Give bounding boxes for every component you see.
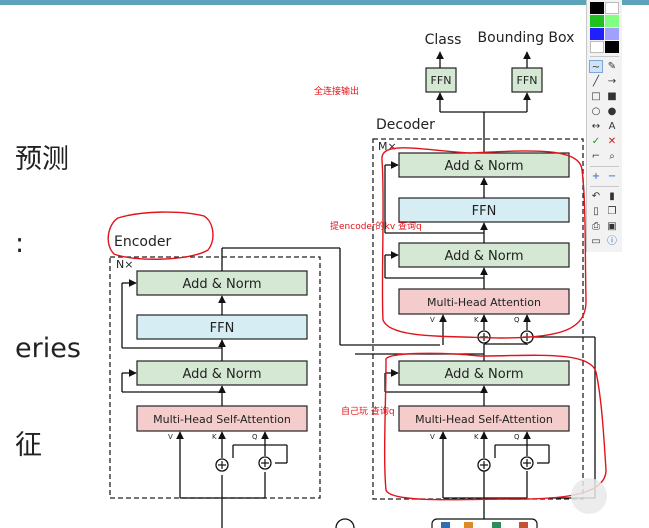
class-ffn-box [425,67,457,93]
palette-separator-2 [590,166,619,167]
cross-icon[interactable]: ✕ [607,136,617,147]
decoder-self-v-label: V [430,433,435,441]
color-swatch-black[interactable] [590,2,604,14]
decoder-add-norm-1 [398,360,570,386]
palette-separator-3 [590,186,619,187]
bbox-output-label: Bounding Box [478,30,575,46]
decoder-cross-attention-label: Multi-Head Attention [427,296,541,309]
encoder-ffn-label: FFN [210,321,235,336]
color-swatch-light-green[interactable] [605,15,619,27]
encoder-title: Encoder [114,234,171,250]
zoom-out-icon[interactable]: − [607,171,617,182]
query-token-3 [492,522,501,528]
encoder-ffn [136,314,308,340]
color-swatch-blue[interactable] [590,28,604,40]
encoder-add-norm-2-label: Add & Norm [182,277,261,292]
zoom-in-icon[interactable]: + [591,171,601,182]
decoder-add-norm-3-label: Add & Norm [444,159,523,174]
encoder-v-label: V [168,433,173,441]
decoder-self-attention [398,405,570,432]
decoder-cross-k-label: K [474,316,479,324]
text-icon[interactable]: A [608,121,616,132]
decoder-self-q-label: Q [514,433,520,441]
encoder-kv-annotation: 提encoder的kv 查询q [330,220,422,232]
class-ffn-label: FFN [431,74,452,87]
annotation-toolbar: ~ ✎ ╱ → □ ■ ○ ● ↔ A ✓ ✕ ⌐ ⌕ + − ↶ ▮ ▯ ❐ … [586,0,622,252]
object-queries-box [431,518,538,528]
query-token-2 [464,522,473,528]
query-token-1 [441,522,450,528]
pen-icon[interactable]: ~ [589,60,603,73]
decoder-cross-attention [398,288,570,315]
color-swatch-white-2[interactable] [590,41,604,53]
ellipse-icon[interactable]: ○ [591,106,601,117]
slide-text-fragment-3: eries [15,333,81,364]
watermark-avatar [571,478,607,514]
decoder-self-attention-label: Multi-Head Self-Attention [415,413,553,426]
encoder-nx-label: N× [116,258,133,271]
arrow-icon[interactable]: → [607,76,617,87]
decoder-lower-highlight [383,352,607,501]
check-icon[interactable]: ✓ [591,136,601,147]
decoder-ffn [398,197,570,223]
zoom-icon[interactable]: ⌕ [609,151,615,162]
double-arrow-icon[interactable]: ↔ [591,121,601,132]
decoder-add-norm-3 [398,152,570,178]
encoder-self-attention-label: Multi-Head Self-Attention [153,413,291,426]
slide-text-fragment-4: 征 [15,430,42,461]
new-page-icon[interactable]: ▯ [593,206,599,217]
decoder-ffn-label: FFN [472,204,497,219]
decoder-self-k-label: K [474,433,479,441]
decoder-add-norm-2-label: Add & Norm [444,249,523,264]
encoder-add-norm-1-label: Add & Norm [182,367,261,382]
crop-icon[interactable]: ⌐ [591,151,601,162]
filled-rect-icon[interactable]: ■ [607,91,617,102]
slide-text-fragment-2: : [15,228,25,259]
class-output-label: Class [425,32,462,48]
copy-icon[interactable]: ❐ [607,206,617,217]
screen-icon[interactable]: ▭ [591,236,601,247]
decoder-upper-highlight [381,147,587,339]
encoder-k-label: K [212,433,217,441]
decoder-cross-q-label: Q [514,316,520,324]
save-icon[interactable]: ▣ [607,221,617,232]
encoder-add-norm-2 [136,270,308,296]
undo-icon[interactable]: ↶ [591,191,601,202]
color-swatch-light-blue[interactable] [605,28,619,40]
print-icon[interactable]: ⎙ [592,221,600,232]
trash-icon[interactable]: ▮ [609,191,615,202]
fc-output-annotation: 全连接输出 [314,85,359,97]
decoder-mx-label: M× [378,140,397,153]
line-icon[interactable]: ╱ [592,76,600,87]
decoder-title: Decoder [376,117,435,133]
bbox-ffn-box [511,67,543,93]
decoder-add-norm-2 [398,242,570,268]
encoder-q-label: Q [252,433,258,441]
slide-top-bar [0,0,649,5]
bottom-positional-circle [335,518,355,528]
self-query-annotation: 自己玩 查询q [341,405,395,417]
encoder-self-attention [136,405,308,432]
decoder-add-norm-1-label: Add & Norm [444,367,523,382]
info-icon[interactable]: ⓘ [607,236,617,247]
bbox-ffn-label: FFN [517,74,538,87]
decoder-cross-v-label: V [430,316,435,324]
slide-text-fragment-1: 预测 [15,144,69,175]
eraser-icon[interactable]: ✎ [607,61,617,72]
color-swatch-black-2[interactable] [605,41,619,53]
rect-icon[interactable]: □ [591,91,601,102]
palette-separator [590,56,619,57]
filled-ellipse-icon[interactable]: ● [607,106,617,117]
color-swatch-green[interactable] [590,15,604,27]
query-token-4 [519,522,528,528]
encoder-circle-annotation [107,211,214,260]
color-swatch-white[interactable] [605,2,619,14]
